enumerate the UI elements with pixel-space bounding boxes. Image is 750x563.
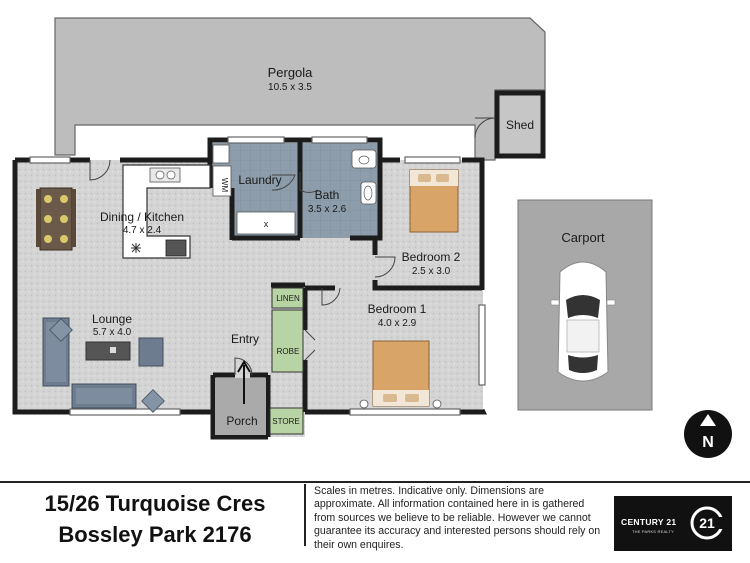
disclaimer-text: Scales in metres. Indicative only. Dimen… xyxy=(314,485,601,551)
compass-letter: N xyxy=(702,434,714,451)
carport-name: Carport xyxy=(561,230,605,245)
pergola-size: 10.5 x 3.5 xyxy=(268,82,312,93)
lounge-size: 5.7 x 4.0 xyxy=(93,327,132,338)
footer-rule xyxy=(0,481,750,483)
linen-label: LINEN xyxy=(276,294,300,303)
shed: Shed xyxy=(474,90,546,159)
lounge-furniture: Lounge 5.7 x 4.0 xyxy=(42,312,165,413)
bedroom-2: Bedroom 2 2.5 x 3.0 xyxy=(402,169,461,277)
bath-tub-mark: x xyxy=(264,219,269,229)
logo-mark-text: 21 xyxy=(699,515,715,531)
north-arrow-icon: N xyxy=(684,410,732,458)
entry-name: Entry xyxy=(231,332,259,346)
c21-emblem-icon: 21 xyxy=(690,506,725,540)
century21-logo: CENTURY 21 THE PARKS REALTY 21 xyxy=(614,496,732,551)
property-address: 15/26 Turquoise Cres Bossley Park 2176 xyxy=(20,488,290,550)
bedroom2-name: Bedroom 2 xyxy=(402,250,461,264)
carport: Carport xyxy=(517,199,653,411)
lounge-name: Lounge xyxy=(92,312,132,326)
pergola-name: Pergola xyxy=(268,65,314,80)
kitchen: Dining / Kitchen 4.7 x 2.4 xyxy=(100,164,211,259)
store-label: STORE xyxy=(272,417,299,426)
bedroom1-name: Bedroom 1 xyxy=(368,302,427,316)
laundry-name: Laundry xyxy=(238,173,281,187)
doors xyxy=(89,159,396,376)
bath-size: 3.5 x 2.6 xyxy=(308,204,347,215)
address-line-1: 15/26 Turquoise Cres xyxy=(44,491,266,516)
bath-name: Bath xyxy=(315,188,340,202)
bedroom-1: Bedroom 1 4.0 x 2.9 xyxy=(359,302,442,409)
bedroom1-size: 4.0 x 2.9 xyxy=(378,318,417,329)
windows xyxy=(29,136,486,416)
dining-table xyxy=(36,187,76,251)
address-line-2: Bossley Park 2176 xyxy=(58,522,252,547)
dining-kitchen-name: Dining / Kitchen xyxy=(100,210,184,224)
floor-plan: Pergola 10.5 x 3.5 Shed xyxy=(12,17,732,458)
footer-divider xyxy=(304,484,306,546)
laundry: WM Laundry x xyxy=(212,144,296,235)
robe-label: ROBE xyxy=(277,347,300,356)
pergola: Pergola 10.5 x 3.5 xyxy=(54,17,546,161)
bath: Bath 3.5 x 2.6 xyxy=(308,149,377,215)
dining-kitchen-size: 4.7 x 2.4 xyxy=(123,225,162,236)
entry-porch: Entry Porch xyxy=(215,332,266,435)
car-icon xyxy=(550,261,616,382)
wm-label: WM xyxy=(220,178,229,193)
logo-subtext: THE PARKS REALTY xyxy=(632,529,674,534)
porch-name: Porch xyxy=(226,414,257,428)
storage: LINEN ROBE STORE xyxy=(269,287,316,435)
logo-text: CENTURY 21 xyxy=(621,517,677,527)
bedroom2-size: 2.5 x 3.0 xyxy=(412,266,451,277)
shed-name: Shed xyxy=(506,118,534,132)
